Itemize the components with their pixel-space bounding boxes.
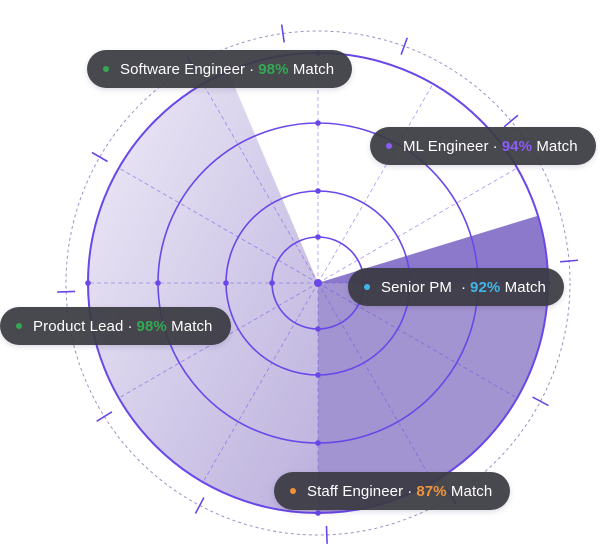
radar-tick bbox=[532, 396, 549, 407]
role-label: Senior PM bbox=[381, 278, 452, 296]
radar-node-dot bbox=[315, 120, 321, 126]
radar-spoke bbox=[202, 282, 319, 483]
radar-tick bbox=[560, 259, 579, 263]
radar-spoke bbox=[317, 282, 518, 399]
radar-tick bbox=[96, 411, 113, 422]
status-dot bbox=[103, 66, 109, 72]
radar-outer-dashed-ring bbox=[65, 30, 571, 536]
match-suffix: Match bbox=[171, 317, 213, 335]
radar-tick bbox=[325, 525, 328, 544]
status-dot bbox=[16, 323, 22, 329]
radar-node-dot bbox=[315, 440, 321, 446]
radar-tick bbox=[280, 24, 285, 43]
radar-spoke bbox=[202, 83, 319, 284]
match-percent: 94% bbox=[501, 137, 533, 155]
role-label: ML Engineer bbox=[403, 137, 489, 155]
status-dot bbox=[364, 284, 370, 290]
radar-spoke bbox=[317, 282, 434, 483]
radar-highlight-edge bbox=[318, 215, 548, 283]
match-suffix: Match bbox=[450, 482, 493, 500]
match-card-staff-engineer[interactable]: Staff Engineer · 87% Match bbox=[274, 472, 511, 510]
radar-center-dot bbox=[314, 279, 322, 287]
status-dot bbox=[386, 143, 392, 149]
radar-sweep-fill bbox=[87, 71, 318, 514]
role-label: Product Lead bbox=[33, 317, 124, 335]
radar-node-dot bbox=[269, 280, 275, 286]
radar-tick bbox=[91, 151, 108, 163]
match-percent: 98% bbox=[258, 60, 289, 78]
radar-tick bbox=[57, 290, 76, 293]
radar-spoke bbox=[118, 167, 319, 284]
separator: · bbox=[492, 137, 498, 155]
match-percent: 92% bbox=[470, 278, 501, 296]
radar-node-dot bbox=[155, 280, 161, 286]
match-percent: 98% bbox=[136, 317, 167, 335]
match-suffix: Match bbox=[504, 278, 547, 296]
match-suffix: Match bbox=[536, 137, 578, 155]
radar-tick bbox=[194, 497, 205, 514]
radar-node-dot bbox=[223, 280, 229, 286]
radar-node-dot bbox=[315, 510, 321, 516]
match-card-product-lead[interactable]: Product Lead · 98% Match bbox=[0, 307, 231, 345]
match-card-ml-engineer[interactable]: ML Engineer · 94% Match bbox=[370, 127, 596, 165]
match-suffix: Match bbox=[292, 60, 335, 78]
separator: · bbox=[460, 278, 467, 296]
match-card-software-engineer[interactable]: Software Engineer · 98% Match bbox=[87, 50, 353, 88]
match-percent: 87% bbox=[416, 482, 447, 500]
radar-spoke bbox=[317, 83, 434, 284]
role-label: Staff Engineer bbox=[307, 482, 404, 500]
radar-node-dot bbox=[315, 372, 321, 378]
role-label: Software Engineer bbox=[120, 60, 246, 78]
radar-spoke bbox=[317, 167, 518, 284]
radar-node-dot bbox=[315, 234, 321, 240]
radar-node-dot bbox=[315, 188, 321, 194]
match-card-senior-pm[interactable]: Senior PM · 92% Match bbox=[348, 268, 565, 306]
radar-tick bbox=[400, 37, 409, 55]
separator: · bbox=[127, 317, 133, 335]
separator: · bbox=[407, 482, 413, 500]
radar-node-dot bbox=[315, 326, 321, 332]
radar-node-dot bbox=[85, 280, 91, 286]
radar-tick bbox=[503, 114, 519, 128]
separator: · bbox=[249, 60, 255, 78]
status-dot bbox=[290, 488, 296, 494]
